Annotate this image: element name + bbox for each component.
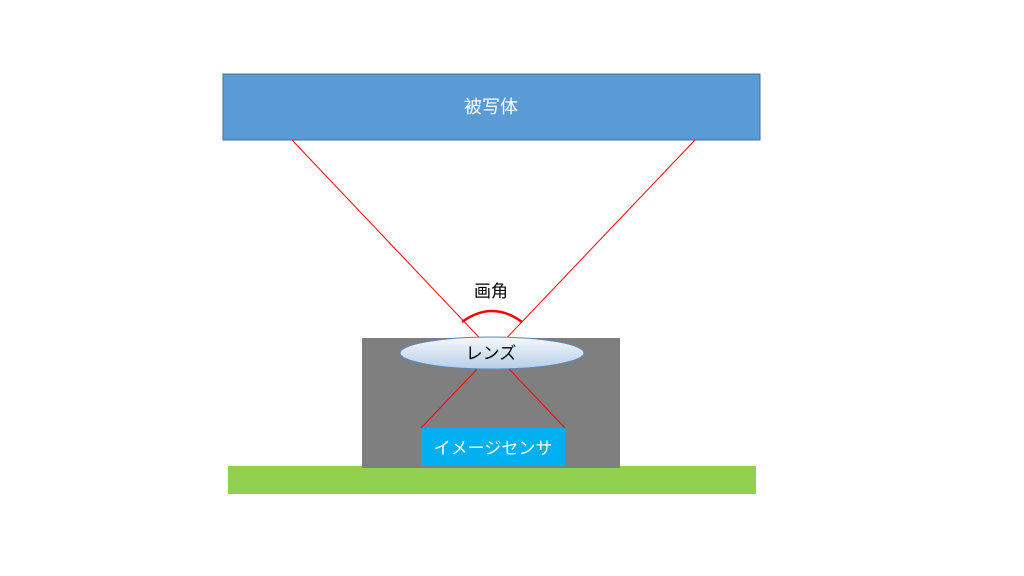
image-sensor [421,428,565,466]
angle-of-view-arc [461,309,523,324]
ray-line-right [420,139,696,429]
angle-of-view-label: 画角 [474,282,508,302]
ground-bar [228,466,756,494]
subject-box [222,73,761,141]
lens-label: レンズ [466,344,517,364]
lens-ellipse [399,336,585,370]
ray-line-left [291,139,566,429]
subject-label: 被写体 [464,97,518,118]
image-sensor-label: イメージセンサ [434,439,553,459]
